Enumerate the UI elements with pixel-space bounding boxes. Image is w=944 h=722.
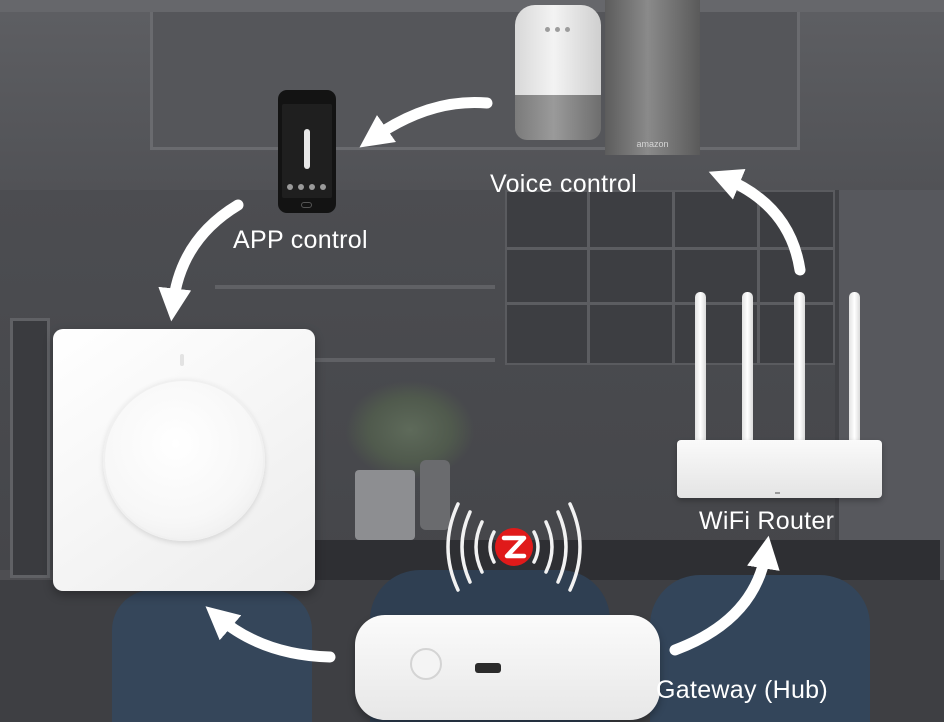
voice-control-label: Voice control bbox=[490, 170, 638, 198]
wall-shelf bbox=[215, 285, 495, 289]
ceiling-stripe bbox=[0, 0, 944, 12]
hub-button bbox=[410, 648, 442, 680]
router-body bbox=[677, 440, 882, 498]
brightness-slider bbox=[304, 129, 310, 169]
shelf-divider bbox=[757, 192, 760, 363]
wifi-router-label: WiFi Router bbox=[699, 507, 835, 535]
wifi-router bbox=[677, 292, 882, 500]
gateway-hub-label: Gateway (Hub) bbox=[656, 676, 829, 704]
signal-wave-right bbox=[532, 530, 540, 564]
router-antenna bbox=[742, 292, 753, 462]
chair-back bbox=[355, 470, 415, 540]
wall-shelf bbox=[215, 358, 495, 362]
phone-scene-dot bbox=[287, 184, 293, 190]
app-control-label: APP control bbox=[233, 226, 368, 254]
speaker-top bbox=[515, 5, 601, 100]
shelf-line bbox=[507, 302, 833, 305]
signal-wave-left bbox=[474, 520, 484, 574]
dimmer-knob bbox=[103, 379, 265, 541]
speaker-led bbox=[565, 27, 570, 32]
zigbee-gateway-hub bbox=[355, 615, 660, 720]
shelf-divider bbox=[587, 192, 590, 363]
signal-wave-right bbox=[556, 510, 568, 584]
shelf-divider bbox=[672, 192, 675, 363]
router-antenna bbox=[849, 292, 860, 462]
signal-wave-right bbox=[544, 520, 554, 574]
router-antenna bbox=[695, 292, 706, 462]
vase bbox=[420, 460, 450, 530]
router-led bbox=[775, 492, 780, 494]
amazon-echo-speaker: amazon bbox=[605, 0, 700, 155]
switch-indicator bbox=[180, 354, 184, 366]
ceiling-panel bbox=[150, 0, 800, 150]
hub-body bbox=[355, 615, 660, 720]
phone-screen bbox=[282, 104, 332, 198]
signal-wave-left bbox=[446, 502, 460, 592]
dining-table bbox=[300, 540, 940, 580]
phone-home-button bbox=[301, 202, 312, 208]
wall-dimmer-switch bbox=[53, 329, 315, 591]
speaker-fabric-base bbox=[515, 95, 601, 140]
smartphone bbox=[278, 90, 336, 213]
signal-wave-left bbox=[460, 510, 472, 584]
speaker-led bbox=[555, 27, 560, 32]
picture-frame bbox=[10, 318, 50, 578]
shelf-line bbox=[507, 247, 833, 250]
speaker-led bbox=[545, 27, 550, 32]
usb-port bbox=[475, 663, 501, 673]
router-antenna bbox=[794, 292, 805, 462]
speaker-logo: amazon bbox=[636, 139, 669, 149]
signal-wave-right bbox=[568, 502, 582, 592]
phone-scene-dot bbox=[298, 184, 304, 190]
plant bbox=[345, 380, 475, 480]
zigbee-z-glyph bbox=[501, 535, 527, 559]
chair bbox=[112, 590, 312, 722]
phone-scene-dot bbox=[320, 184, 326, 190]
zigbee-logo-icon bbox=[446, 502, 582, 592]
signal-wave-left bbox=[488, 530, 496, 564]
google-home-speaker bbox=[515, 5, 601, 145]
phone-scene-dot bbox=[309, 184, 315, 190]
